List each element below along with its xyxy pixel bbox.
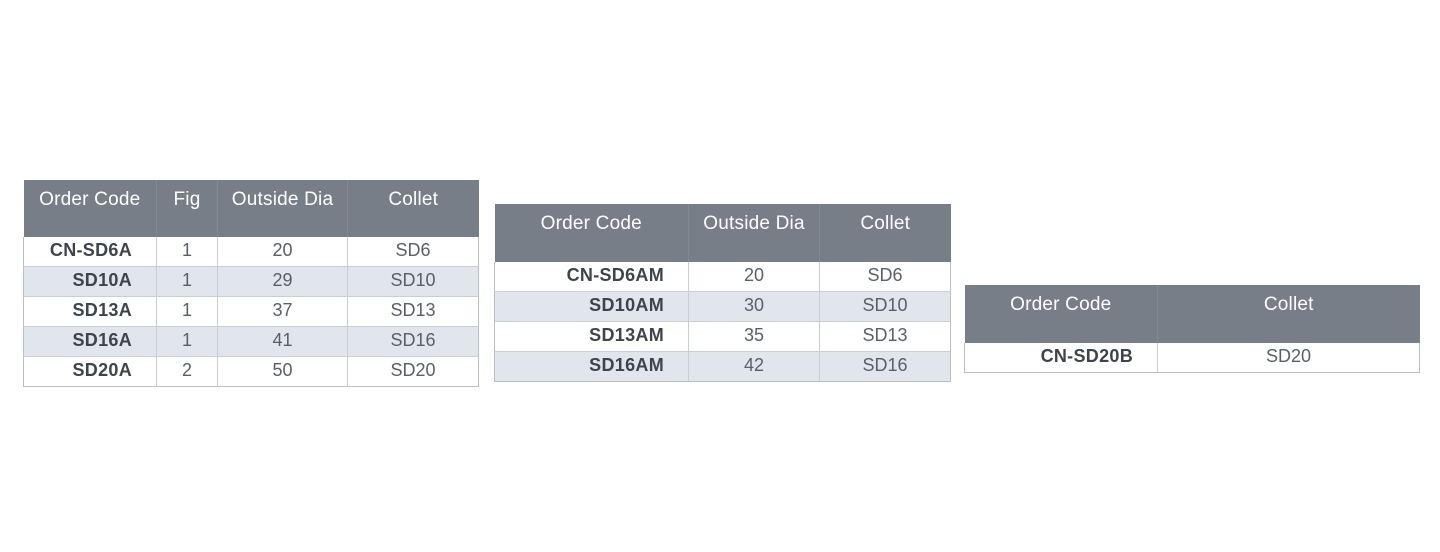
table-row: SD10A 1 29 SD10: [23, 266, 479, 297]
cell-collet: SD6: [347, 237, 479, 267]
cell-collet: SD6: [819, 262, 951, 292]
table-header-row: Order Code Fig Outside Dia Collet: [23, 180, 479, 237]
cell-order-code: CN-SD20B: [964, 343, 1158, 373]
table-row: SD13A 1 37 SD13: [23, 296, 479, 327]
cell-collet: SD10: [347, 266, 479, 297]
cell-fig: 1: [156, 237, 218, 267]
cell-outside-dia: 50: [217, 356, 348, 387]
cell-collet: SD20: [347, 356, 479, 387]
column-header-order-code: Order Code: [23, 180, 157, 237]
cell-collet: SD16: [347, 326, 479, 357]
table-row: CN-SD20B SD20: [964, 343, 1420, 373]
column-header-collet: Collet: [819, 204, 951, 262]
table-row: SD16AM 42 SD16: [494, 351, 951, 382]
cell-order-code: SD10A: [23, 266, 157, 297]
column-header-fig: Fig: [156, 180, 218, 237]
table-c-header: Order Code Collet: [964, 285, 1420, 343]
cell-outside-dia: 30: [688, 291, 820, 322]
cell-order-code: SD13AM: [494, 321, 689, 352]
column-header-collet: Collet: [1157, 285, 1420, 343]
cell-outside-dia: 37: [217, 296, 348, 327]
cell-collet: SD20: [1157, 343, 1420, 373]
cell-fig: 2: [156, 356, 218, 387]
cell-fig: 1: [156, 296, 218, 327]
table-header-row: Order Code Outside Dia Collet: [494, 204, 951, 262]
column-header-collet: Collet: [347, 180, 479, 237]
table-b-body: CN-SD6AM 20 SD6 SD10AM 30 SD10 SD13AM 35…: [494, 262, 951, 382]
cell-order-code: SD16A: [23, 326, 157, 357]
cell-order-code: SD10AM: [494, 291, 689, 322]
cell-order-code: SD13A: [23, 296, 157, 327]
cell-collet: SD13: [819, 321, 951, 352]
cell-fig: 1: [156, 326, 218, 357]
cell-outside-dia: 29: [217, 266, 348, 297]
table-b-header: Order Code Outside Dia Collet: [494, 204, 951, 262]
cell-outside-dia: 20: [217, 237, 348, 267]
table-a-body: CN-SD6A 1 20 SD6 SD10A 1 29 SD10 SD13A 1…: [23, 237, 479, 387]
table-c-body: CN-SD20B SD20: [964, 343, 1420, 373]
table-header-row: Order Code Collet: [964, 285, 1420, 343]
column-header-order-code: Order Code: [494, 204, 689, 262]
column-header-outside-dia: Outside Dia: [688, 204, 820, 262]
cell-collet: SD16: [819, 351, 951, 382]
column-header-outside-dia: Outside Dia: [217, 180, 348, 237]
cell-outside-dia: 41: [217, 326, 348, 357]
cell-order-code: CN-SD6AM: [494, 262, 689, 292]
cell-order-code: SD20A: [23, 356, 157, 387]
cell-outside-dia: 35: [688, 321, 820, 352]
column-header-order-code: Order Code: [964, 285, 1158, 343]
cell-fig: 1: [156, 266, 218, 297]
table-row: SD20A 2 50 SD20: [23, 356, 479, 387]
cell-outside-dia: 42: [688, 351, 820, 382]
table-row: SD10AM 30 SD10: [494, 291, 951, 322]
cell-order-code: CN-SD6A: [23, 237, 157, 267]
cn-sd-am-series-table: Order Code Outside Dia Collet CN-SD6AM 2…: [494, 204, 951, 382]
table-row: SD13AM 35 SD13: [494, 321, 951, 352]
table-row: CN-SD6A 1 20 SD6: [23, 237, 479, 267]
cn-sd-a-series-table: Order Code Fig Outside Dia Collet CN-SD6…: [23, 180, 479, 387]
cell-collet: SD10: [819, 291, 951, 322]
table-row: SD16A 1 41 SD16: [23, 326, 479, 357]
cell-order-code: SD16AM: [494, 351, 689, 382]
cn-sd-b-series-table: Order Code Collet CN-SD20B SD20: [964, 285, 1420, 373]
table-a-header: Order Code Fig Outside Dia Collet: [23, 180, 479, 237]
cell-outside-dia: 20: [688, 262, 820, 292]
cell-collet: SD13: [347, 296, 479, 327]
table-row: CN-SD6AM 20 SD6: [494, 262, 951, 292]
